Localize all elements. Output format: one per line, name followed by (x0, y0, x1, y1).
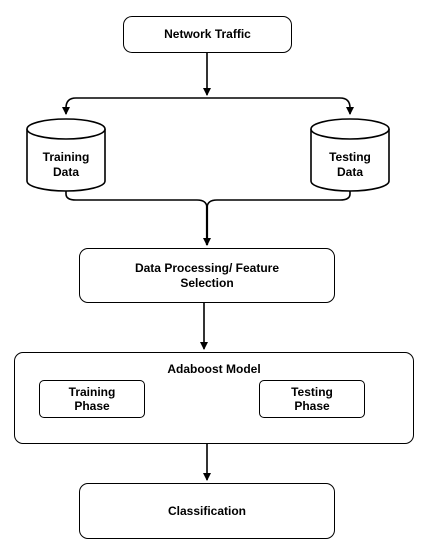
data-processing-line2: Selection (180, 275, 234, 290)
testing-data-line1: Testing (329, 150, 371, 164)
training-data-label: Training Data (27, 150, 105, 180)
classification-label: Classification (167, 503, 247, 518)
classification-box: Classification (79, 483, 335, 539)
network-traffic-label: Network Traffic (164, 27, 251, 41)
testing-phase-line2: Phase (294, 399, 330, 413)
training-data-line1: Training (42, 150, 90, 164)
data-processing-line1: Data Processing/ Feature (134, 260, 280, 275)
adaboost-model-title: Adaboost Model (167, 362, 261, 376)
connector-traffic-to-data (62, 53, 354, 115)
adaboost-model-box: Adaboost Model Training Phase Testing Ph… (14, 352, 414, 444)
training-phase-line2: Phase (74, 399, 110, 413)
training-phase-box: Training Phase (39, 380, 145, 418)
data-processing-box: Data Processing/ Feature Selection (79, 248, 335, 303)
network-traffic-box: Network Traffic (123, 16, 292, 53)
testing-phase-box: Testing Phase (259, 380, 365, 418)
training-data-line2: Data (52, 165, 79, 179)
training-phase-line1: Training (68, 385, 116, 399)
connector-data-to-processing (65, 191, 351, 246)
testing-data-line2: Data (336, 165, 363, 179)
testing-data-cylinder (310, 118, 390, 192)
testing-data-label: Testing Data (311, 150, 389, 180)
testing-phase-line1: Testing (291, 385, 333, 399)
